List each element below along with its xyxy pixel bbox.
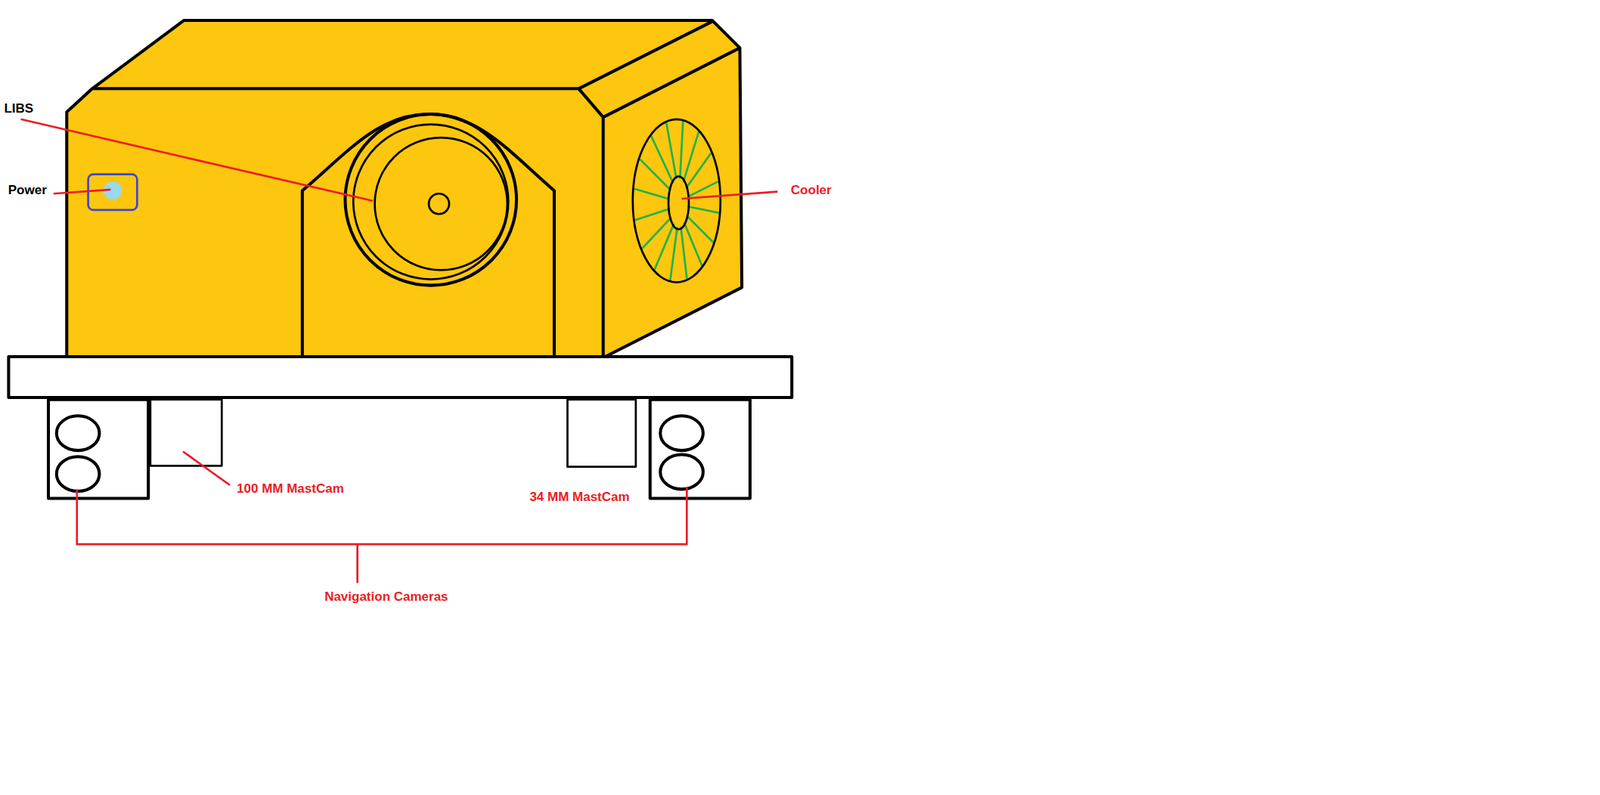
fan-blade (666, 122, 676, 180)
fan-blade (634, 189, 670, 200)
mastcam-34mm (567, 400, 636, 468)
housing-side-face (603, 47, 742, 357)
housing-top-face (92, 20, 740, 89)
part-label: Power (8, 182, 47, 199)
fan-blade (688, 206, 720, 213)
fan-blade (684, 222, 703, 266)
fan-blade (687, 181, 719, 198)
leader-line (356, 544, 359, 583)
part-label: LIBS (3, 101, 34, 117)
cooler-fan-hub (668, 176, 689, 230)
fan-blade (635, 208, 670, 221)
power-button-frame (88, 174, 138, 211)
fan-blade (685, 152, 711, 189)
leader-line (182, 451, 230, 486)
part-label: Cooler (790, 182, 832, 199)
navigation-camera-right (650, 400, 751, 500)
camera-lens (660, 415, 704, 451)
fan-blade (654, 223, 675, 270)
camera-lens (660, 455, 704, 490)
lens-glass (375, 137, 508, 270)
leader-line (53, 189, 112, 194)
part-label: 34 MM MastCam (529, 489, 630, 506)
fan-blade (639, 159, 671, 191)
mastcam-100mm (150, 400, 222, 467)
housing-front-face (66, 88, 603, 357)
fan-blade (679, 120, 683, 179)
lens-hood (302, 114, 555, 357)
part-label: Navigation Cameras (324, 589, 448, 605)
housing-chamfer-edge (578, 21, 713, 89)
camera-lens (56, 456, 100, 492)
leader-line (77, 487, 688, 546)
part-label: 100 MM MastCam (236, 481, 345, 497)
leader-line (21, 119, 373, 202)
fan-blade (680, 226, 687, 280)
fan-blade (669, 226, 677, 281)
lens-ring (353, 124, 509, 280)
navigation-camera-left (48, 400, 149, 500)
fan-blade (641, 217, 672, 249)
mounting-plate (8, 356, 792, 398)
cooler-fan-rim (632, 119, 721, 283)
lens-center (428, 193, 450, 214)
camera-lens (56, 415, 100, 451)
housing-body (66, 20, 742, 357)
leader-line (682, 192, 779, 199)
cooler-fan-blades (634, 120, 720, 281)
